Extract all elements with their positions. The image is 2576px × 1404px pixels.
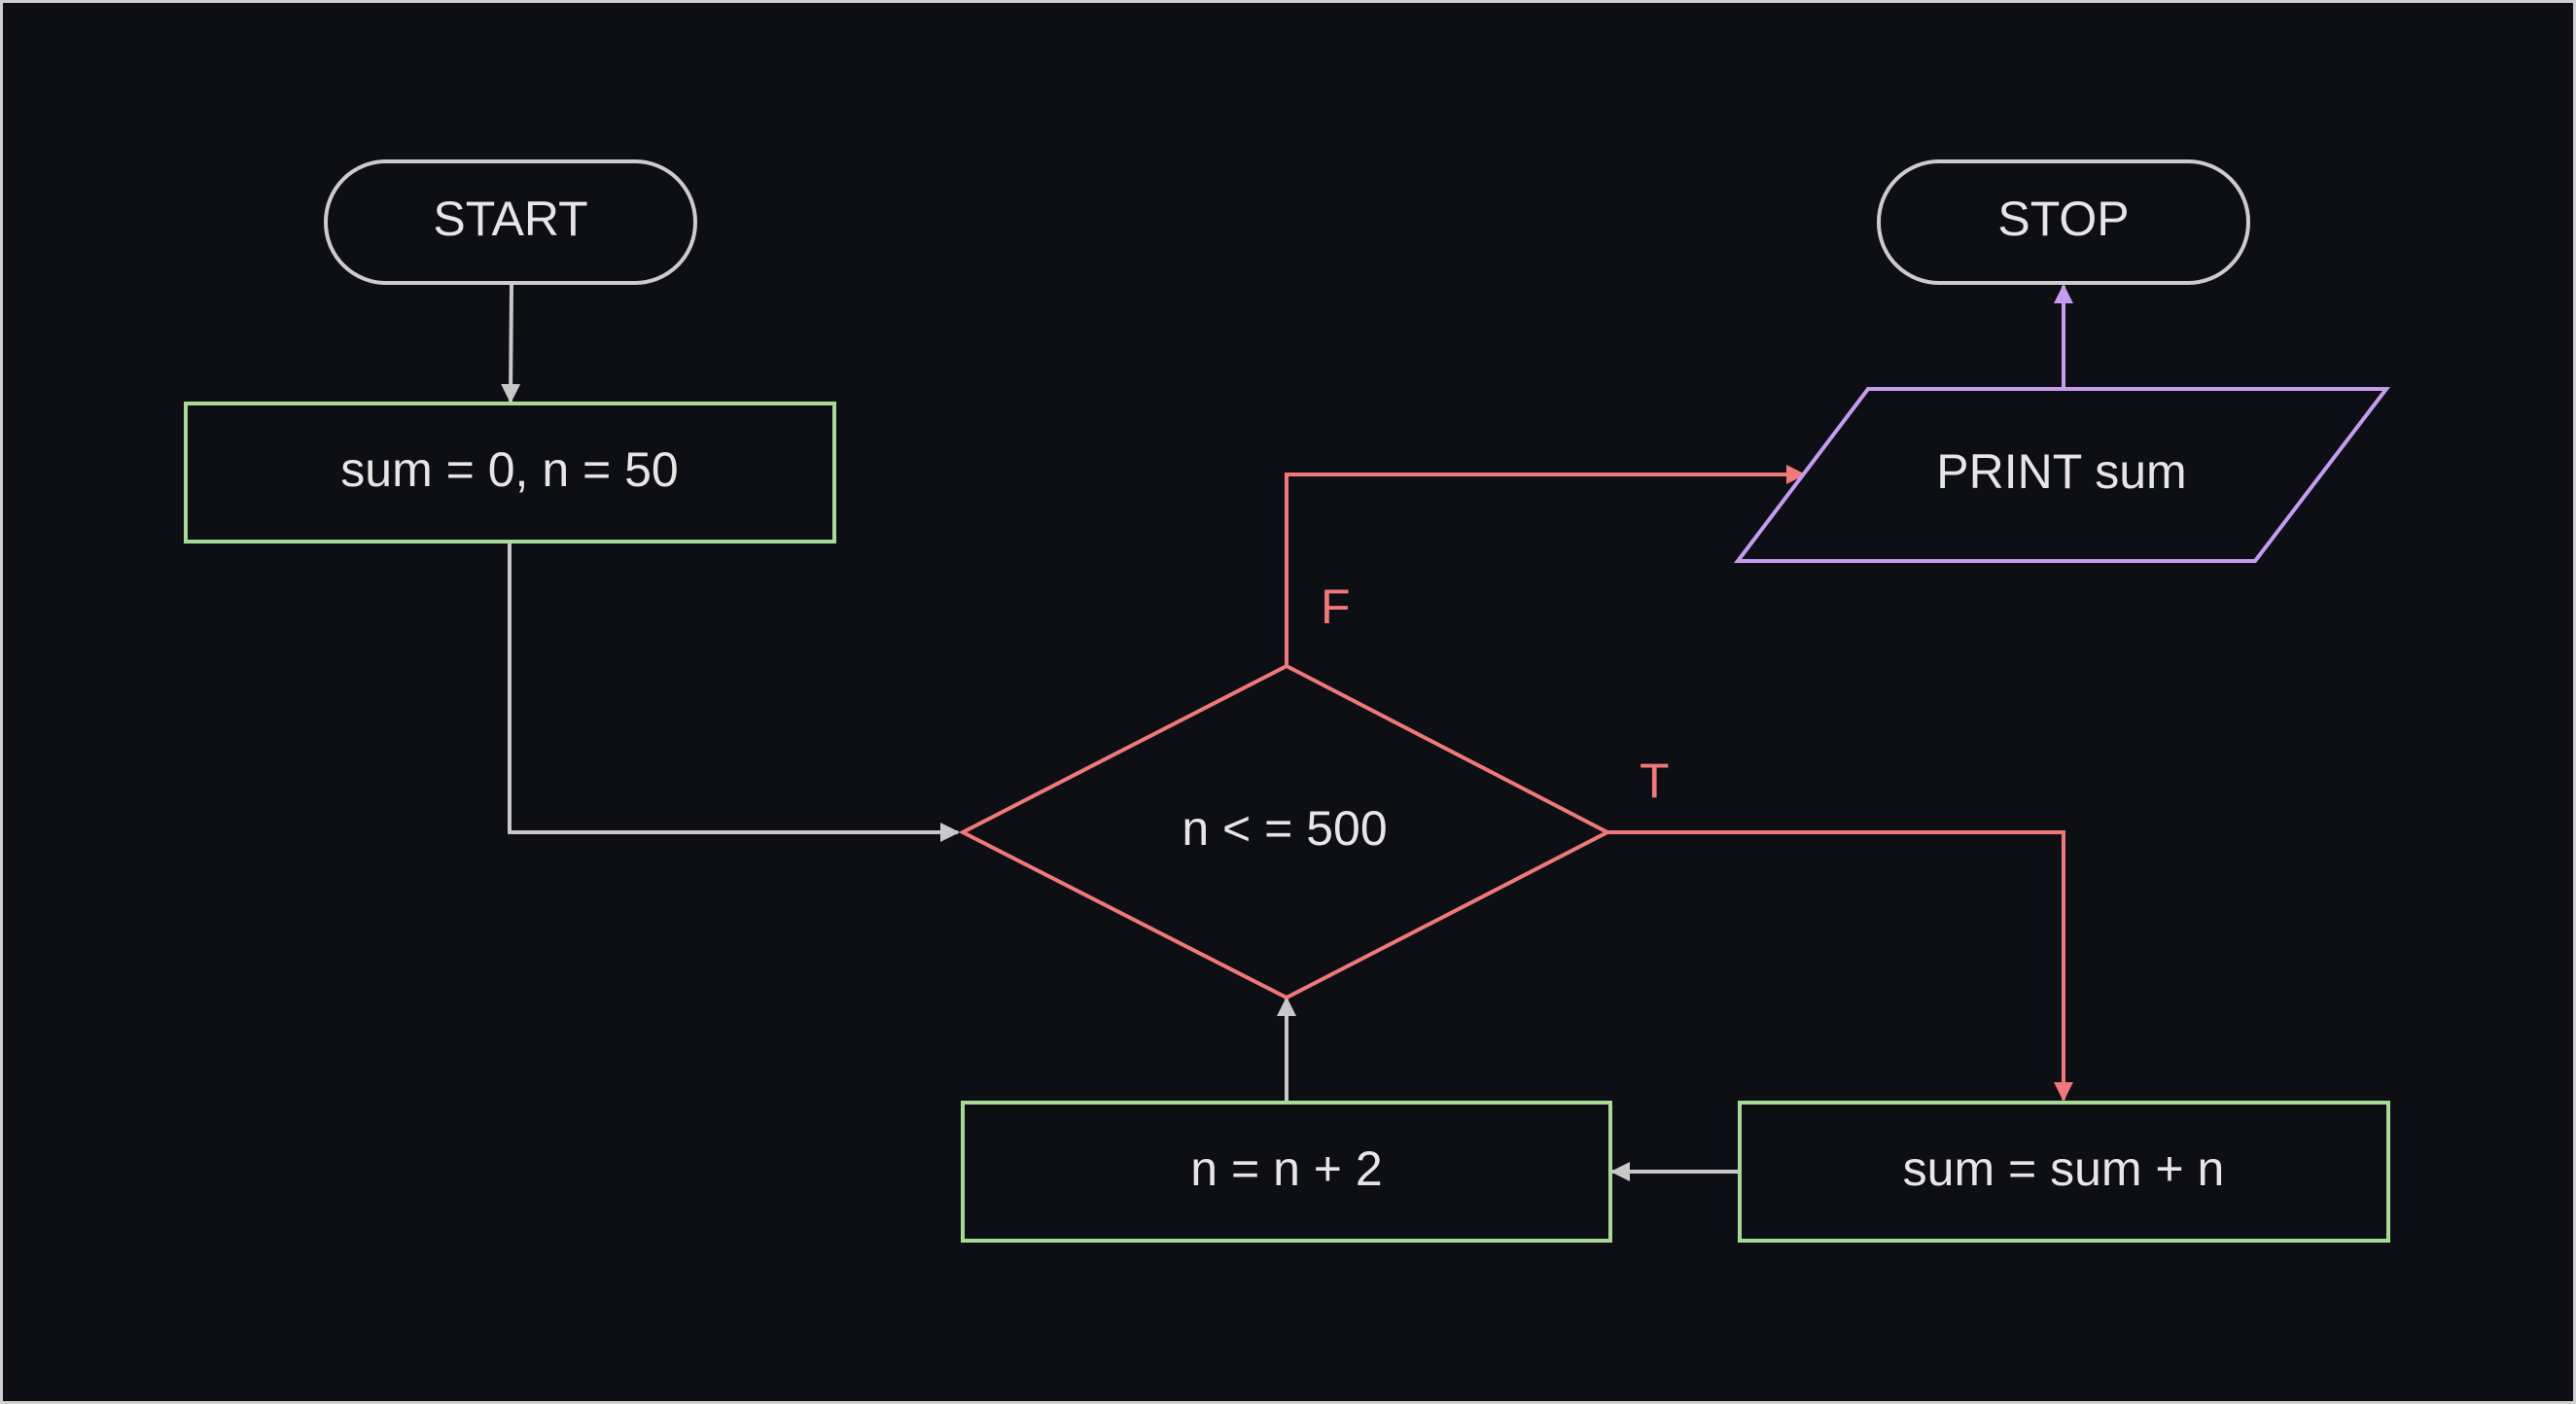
init-label: sum = 0, n = 50 xyxy=(340,442,678,497)
flowchart-svg: F T START sum = 0, n = 50 n < = 500 PRIN… xyxy=(184,159,2391,1243)
edge-decision-to-add xyxy=(1607,830,2073,1102)
stop-node[interactable]: STOP xyxy=(1877,159,2250,285)
decision-node[interactable]: n < = 500 xyxy=(958,663,1612,1000)
print-label: PRINT sum xyxy=(1936,444,2186,499)
increment-node[interactable]: n = n + 2 xyxy=(961,1101,1612,1243)
edge-label-true: T xyxy=(1640,754,1670,808)
diagram-canvas: F T START sum = 0, n = 50 n < = 500 PRIN… xyxy=(3,3,2573,1401)
edge-start-to-init xyxy=(501,284,521,404)
increment-label: n = n + 2 xyxy=(1190,1141,1382,1196)
add-node[interactable]: sum = sum + n xyxy=(1738,1101,2390,1243)
add-label: sum = sum + n xyxy=(1903,1141,2225,1196)
start-node[interactable]: START xyxy=(324,159,697,285)
init-node[interactable]: sum = 0, n = 50 xyxy=(184,402,836,544)
start-label: START xyxy=(433,192,587,246)
decision-label: n < = 500 xyxy=(1182,801,1387,856)
print-node[interactable]: PRINT sum xyxy=(1733,387,2391,563)
edge-label-false: F xyxy=(1321,579,1351,634)
edge-init-to-decision xyxy=(508,542,960,842)
stop-label: STOP xyxy=(1997,192,2129,246)
edge-decision-to-print xyxy=(1285,465,1806,669)
